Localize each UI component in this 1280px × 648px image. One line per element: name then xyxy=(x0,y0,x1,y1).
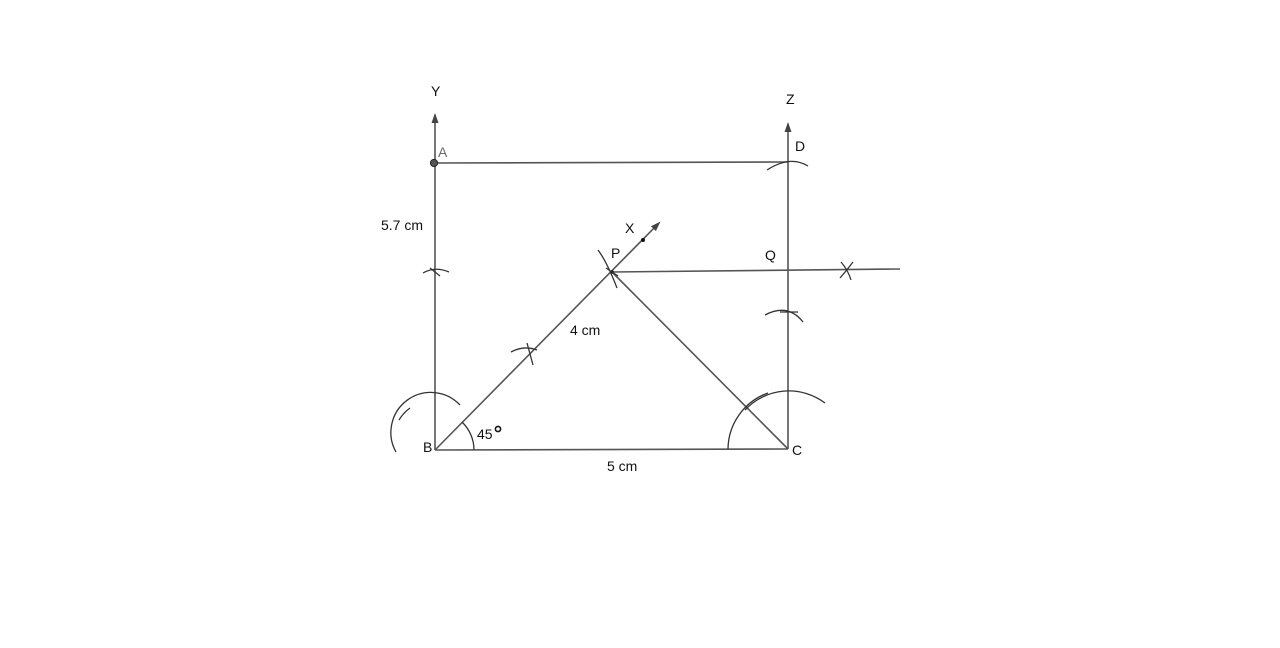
construction-arc-b xyxy=(390,391,461,453)
construction-arc-cz xyxy=(764,309,804,323)
label-d: D xyxy=(795,138,805,154)
point-a-marker xyxy=(429,158,439,168)
label-y: Y xyxy=(431,83,441,99)
label-a: A xyxy=(438,144,448,160)
degree-symbol xyxy=(494,425,502,433)
line-pq xyxy=(611,268,901,273)
construction-arc-bx-tick xyxy=(510,347,538,353)
segment-ad xyxy=(434,161,789,164)
construction-cross-q-2 xyxy=(839,261,854,279)
construction-tick-by xyxy=(429,267,441,277)
construction-arc-p xyxy=(597,249,618,289)
construction-arc-by-tick xyxy=(422,268,450,274)
label-length-bp: 4 cm xyxy=(570,322,600,338)
angle-arc-b-45 xyxy=(461,421,475,451)
label-p: P xyxy=(611,245,620,261)
point-x-marker xyxy=(641,238,645,242)
construction-tick-bx xyxy=(526,342,534,366)
label-q: Q xyxy=(765,247,776,263)
label-length-bc: 5 cm xyxy=(607,458,637,474)
label-c: C xyxy=(792,442,802,458)
construction-arc-c-top xyxy=(744,390,826,411)
construction-tick-p xyxy=(605,267,619,277)
construction-arc-c xyxy=(727,392,769,450)
label-angle-b: 45 xyxy=(477,426,493,442)
ray-bx xyxy=(434,221,661,451)
segment-pc xyxy=(611,271,789,450)
label-length-ab: 5.7 cm xyxy=(381,217,423,233)
segment-bc xyxy=(434,448,789,451)
construction-arc-b-inner xyxy=(398,407,411,421)
label-z: Z xyxy=(786,91,795,107)
construction-arc-d xyxy=(766,160,809,171)
label-x: X xyxy=(625,220,635,236)
label-b: B xyxy=(423,439,432,455)
